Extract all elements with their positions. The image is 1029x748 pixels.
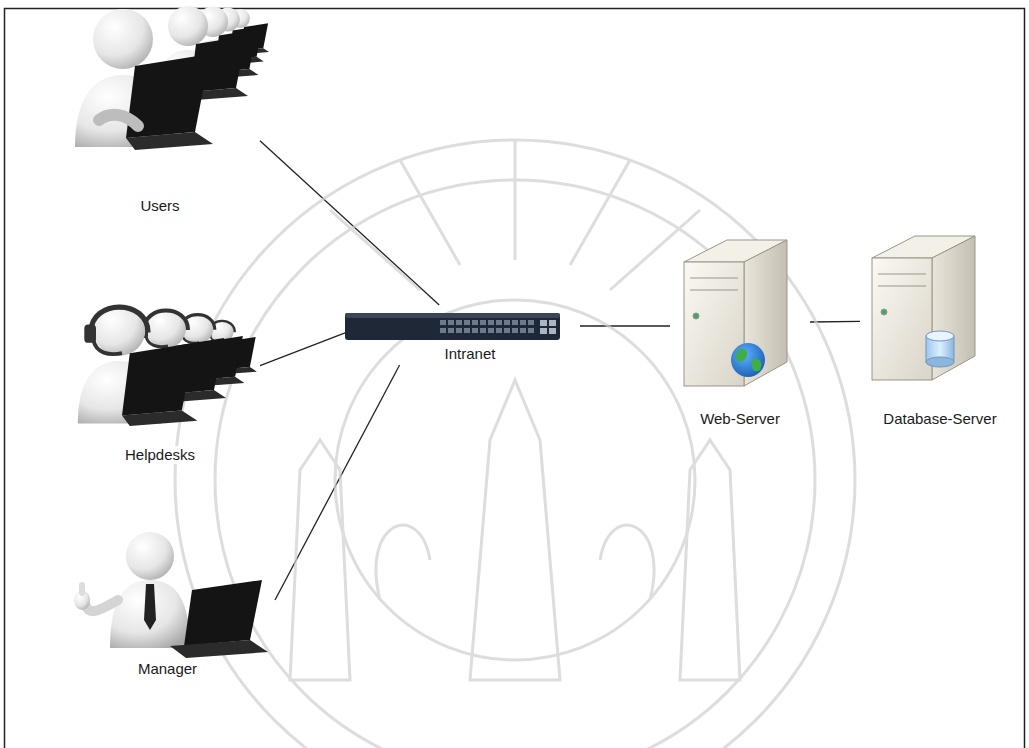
network-link xyxy=(580,325,670,326)
node-label: Intranet xyxy=(442,345,499,363)
database-server-node: Database-Server xyxy=(860,225,1020,430)
network-link xyxy=(260,141,439,305)
node-label: Users xyxy=(137,197,182,215)
manager-icon xyxy=(74,532,268,658)
diagram-frame xyxy=(5,9,1025,748)
manager-node: Manager xyxy=(60,520,275,680)
users-node: Users xyxy=(60,5,260,217)
web-server-node: Web-Server xyxy=(670,230,810,430)
network-switch xyxy=(345,313,560,340)
users-icon xyxy=(75,6,269,150)
watermark-seal xyxy=(175,140,855,748)
node-label: Web-Server xyxy=(697,410,783,428)
helpdesk-node: Helpdesks xyxy=(60,290,260,466)
helpdesk-icon xyxy=(78,304,257,426)
database-server-icon xyxy=(872,236,975,380)
node-label: Database-Server xyxy=(880,410,999,428)
node-label: Helpdesks xyxy=(122,446,198,464)
web-server-icon xyxy=(684,240,787,386)
node-label: Manager xyxy=(135,660,200,678)
switch-node: Intranet xyxy=(360,305,580,365)
network-link xyxy=(275,365,400,600)
